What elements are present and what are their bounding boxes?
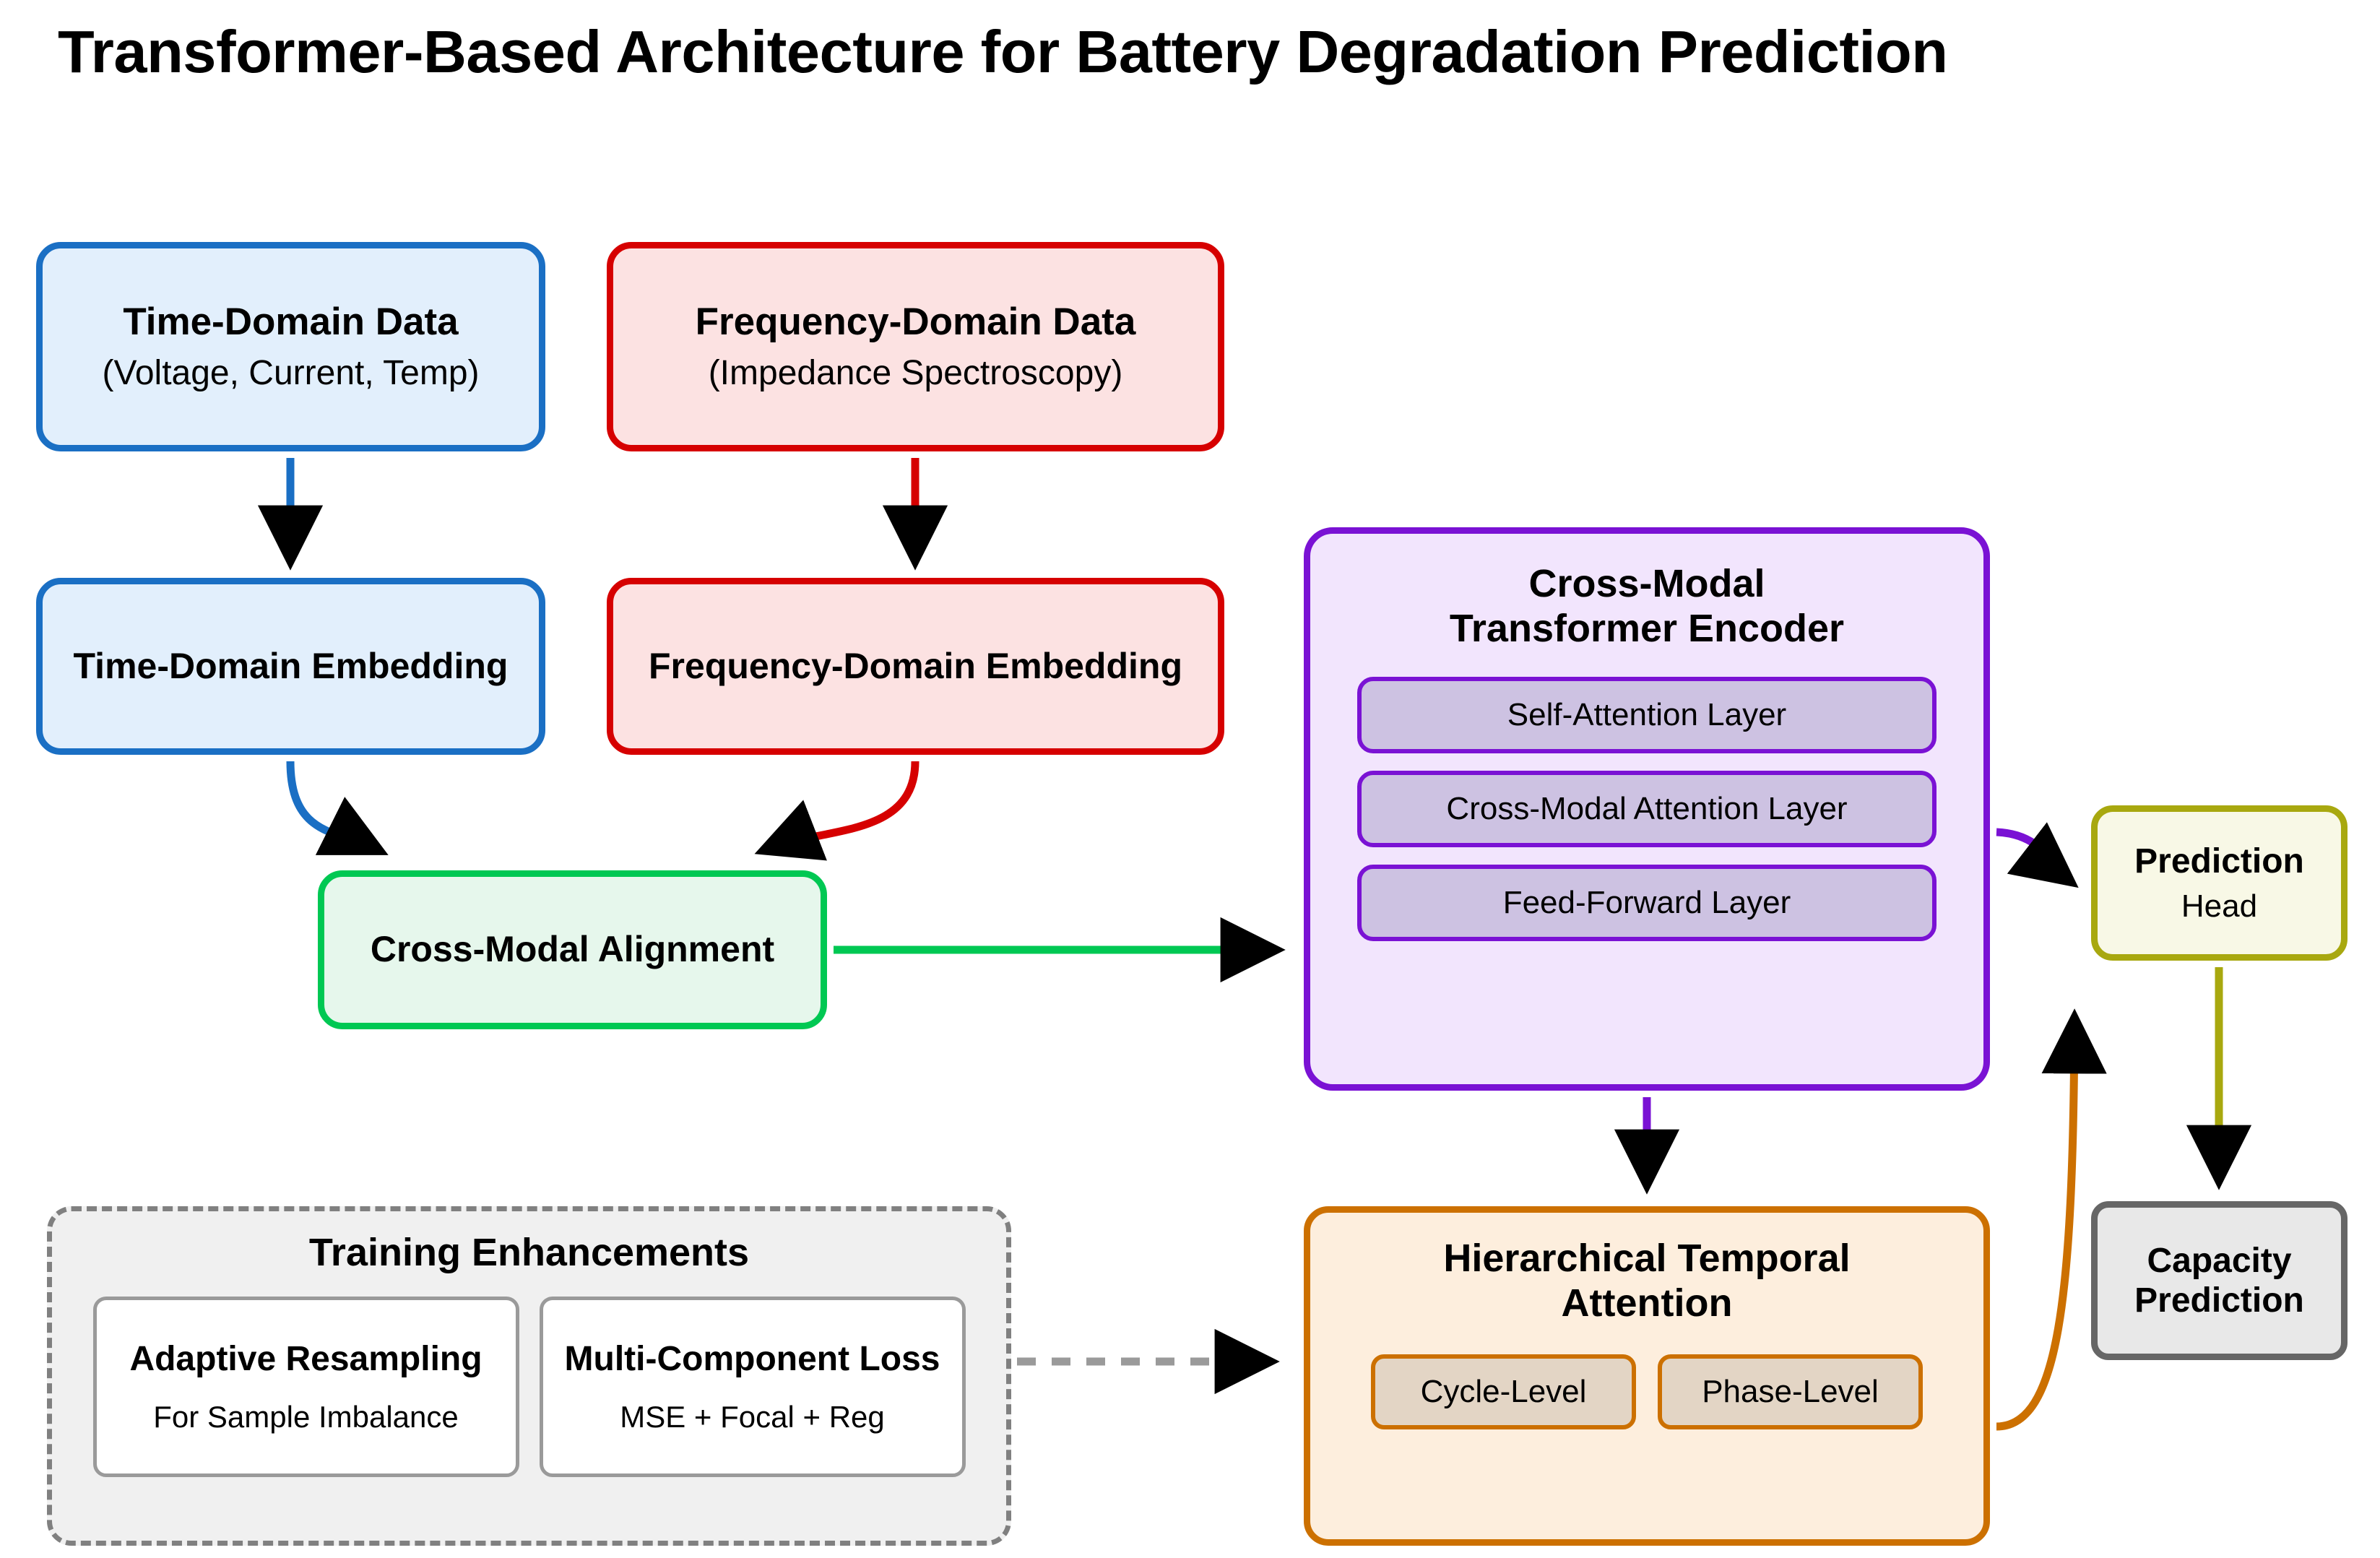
node-hierarchical-temporal-attention[interactable]: Hierarchical Temporal Attention Cycle-Le…	[1304, 1206, 1990, 1546]
frequency-domain-data-title: Frequency-Domain Data	[695, 300, 1136, 343]
node-time-domain-embedding[interactable]: Time-Domain Embedding	[36, 578, 545, 755]
adaptive-resampling-subtitle: For Sample Imbalance	[153, 1399, 459, 1434]
page-title: Transformer-Based Architecture for Batte…	[58, 18, 1948, 85]
multi-component-loss-subtitle: MSE + Focal + Reg	[620, 1399, 885, 1434]
hta-chip-phase-level[interactable]: Phase-Level	[1658, 1354, 1923, 1430]
cross-modal-alignment-title: Cross-Modal Alignment	[370, 929, 775, 970]
node-training-enhancements[interactable]: Training Enhancements Adaptive Resamplin…	[47, 1206, 1011, 1546]
encoder-title-line-1: Cross-Modal	[1528, 562, 1765, 605]
encoder-layer-self-attention[interactable]: Self-Attention Layer	[1357, 677, 1937, 754]
time-domain-data-title: Time-Domain Data	[123, 300, 459, 343]
encoder-layer-list: Self-Attention Layer Cross-Modal Attenti…	[1310, 677, 1983, 942]
hta-title-line-2: Attention	[1561, 1281, 1733, 1325]
prediction-head-subtitle: Head	[2181, 888, 2258, 924]
training-enhancements-title: Training Enhancements	[308, 1231, 750, 1274]
node-capacity-prediction[interactable]: Capacity Prediction	[2091, 1201, 2347, 1360]
hta-title-line-1: Hierarchical Temporal	[1443, 1237, 1851, 1280]
training-card-multi-component-loss[interactable]: Multi-Component Loss MSE + Focal + Reg	[539, 1297, 966, 1478]
node-cross-modal-transformer-encoder[interactable]: Cross-Modal Transformer Encoder Self-Att…	[1304, 527, 1990, 1091]
node-prediction-head[interactable]: Prediction Head	[2091, 805, 2347, 961]
node-cross-modal-alignment[interactable]: Cross-Modal Alignment	[318, 870, 827, 1029]
edge-freq-embedding-to-alignment	[754, 761, 919, 861]
time-domain-data-subtitle: (Voltage, Current, Temp)	[102, 353, 480, 392]
encoder-title-line-2: Transformer Encoder	[1449, 607, 1845, 651]
edge-time-embedding-to-alignment	[286, 761, 389, 855]
training-card-adaptive-resampling[interactable]: Adaptive Resampling For Sample Imbalance	[92, 1297, 519, 1478]
encoder-layer-cross-modal-attention[interactable]: Cross-Modal Attention Layer	[1357, 771, 1937, 848]
adaptive-resampling-title: Adaptive Resampling	[129, 1340, 483, 1379]
training-enhancements-card-list: Adaptive Resampling For Sample Imbalance…	[52, 1297, 1006, 1478]
edge-hierarchical-temporal-attention-to-prediction-head	[1996, 1008, 2107, 1431]
time-domain-embedding-title: Time-Domain Embedding	[73, 645, 509, 686]
multi-component-loss-title: Multi-Component Loss	[564, 1340, 940, 1379]
frequency-domain-embedding-title: Frequency-Domain Embedding	[649, 645, 1182, 686]
capacity-prediction-line-2: Prediction	[2134, 1281, 2304, 1320]
edge-encoder-to-prediction-head	[1996, 822, 2079, 888]
hta-chip-cycle-level[interactable]: Cycle-Level	[1371, 1354, 1636, 1430]
node-frequency-domain-data[interactable]: Frequency-Domain Data (Impedance Spectro…	[607, 242, 1224, 451]
node-frequency-domain-embedding[interactable]: Frequency-Domain Embedding	[607, 578, 1224, 755]
frequency-domain-data-subtitle: (Impedance Spectroscopy)	[708, 353, 1123, 392]
hta-chip-list: Cycle-Level Phase-Level	[1310, 1354, 1983, 1430]
capacity-prediction-line-1: Capacity	[2147, 1241, 2292, 1280]
encoder-layer-feed-forward[interactable]: Feed-Forward Layer	[1357, 865, 1937, 942]
node-time-domain-data[interactable]: Time-Domain Data (Voltage, Current, Temp…	[36, 242, 545, 451]
prediction-head-title: Prediction	[2134, 841, 2304, 880]
